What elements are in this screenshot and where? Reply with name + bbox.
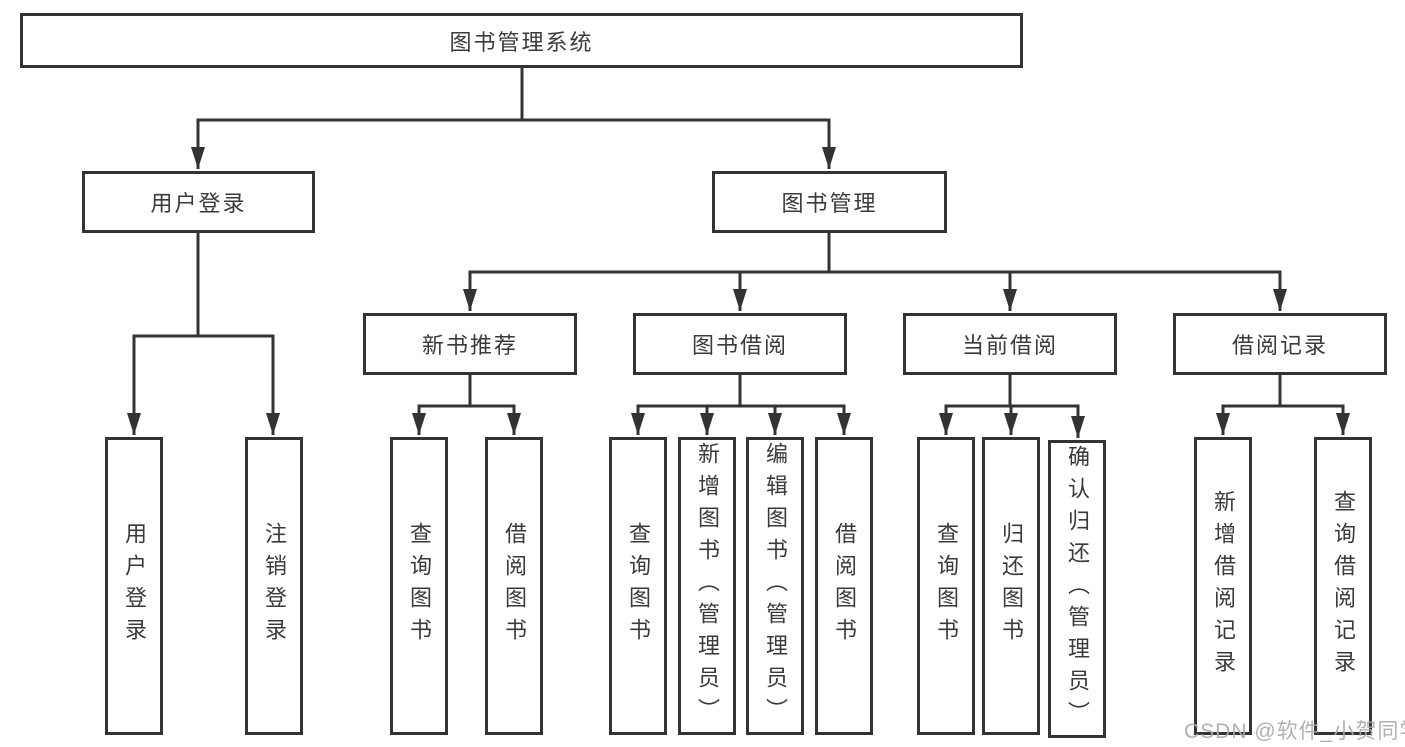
leaf-return-books: 归还图书 bbox=[982, 437, 1040, 735]
leaf-confirm-return-admin: 确认归还（管理员） bbox=[1048, 440, 1106, 738]
leaf-query-books-borrow-label: 查询图书 bbox=[626, 522, 651, 650]
leaf-add-borrow-record: 新增借阅记录 bbox=[1194, 437, 1252, 735]
leaf-query-borrow-record-label: 查询借阅记录 bbox=[1331, 490, 1356, 682]
leaf-borrow-books: 借阅图书 bbox=[815, 437, 873, 735]
leaf-query-books-borrow: 查询图书 bbox=[609, 437, 667, 735]
node-new-book-recommend: 新书推荐 bbox=[363, 313, 577, 375]
leaf-borrow-books-recommend-label: 借阅图书 bbox=[502, 522, 527, 650]
leaf-edit-books-admin: 编辑图书（管理员） bbox=[746, 437, 804, 735]
leaf-user-login-label: 用户登录 bbox=[122, 522, 147, 650]
leaf-query-books-recommend-label: 查询图书 bbox=[407, 522, 432, 650]
leaf-add-books-admin: 新增图书（管理员） bbox=[678, 437, 736, 735]
leaf-edit-books-admin-label: 编辑图书（管理员） bbox=[763, 442, 788, 730]
leaf-borrow-books-label: 借阅图书 bbox=[832, 522, 857, 650]
leaf-query-borrow-record: 查询借阅记录 bbox=[1314, 437, 1372, 735]
node-book-management: 图书管理 bbox=[712, 171, 947, 233]
leaf-add-books-admin-label: 新增图书（管理员） bbox=[695, 442, 720, 730]
leaf-add-borrow-record-label: 新增借阅记录 bbox=[1211, 490, 1236, 682]
leaf-logout-label: 注销登录 bbox=[262, 522, 287, 650]
leaf-return-books-label: 归还图书 bbox=[999, 522, 1024, 650]
leaf-query-books-recommend: 查询图书 bbox=[390, 437, 448, 735]
node-current-borrow: 当前借阅 bbox=[903, 313, 1117, 375]
leaf-user-login: 用户登录 bbox=[105, 437, 163, 735]
leaf-logout: 注销登录 bbox=[245, 437, 303, 735]
node-borrow-records: 借阅记录 bbox=[1173, 313, 1387, 375]
leaf-query-books-current: 查询图书 bbox=[917, 437, 975, 735]
csdn-watermark: CSDN @软件_小贺同学 bbox=[1184, 720, 1405, 743]
leaf-query-books-current-label: 查询图书 bbox=[934, 522, 959, 650]
node-user-login: 用户登录 bbox=[82, 171, 315, 233]
node-root-system: 图书管理系统 bbox=[20, 13, 1023, 68]
node-book-borrow: 图书借阅 bbox=[633, 313, 847, 375]
leaf-confirm-return-admin-label: 确认归还（管理员） bbox=[1065, 445, 1090, 733]
leaf-borrow-books-recommend: 借阅图书 bbox=[485, 437, 543, 735]
